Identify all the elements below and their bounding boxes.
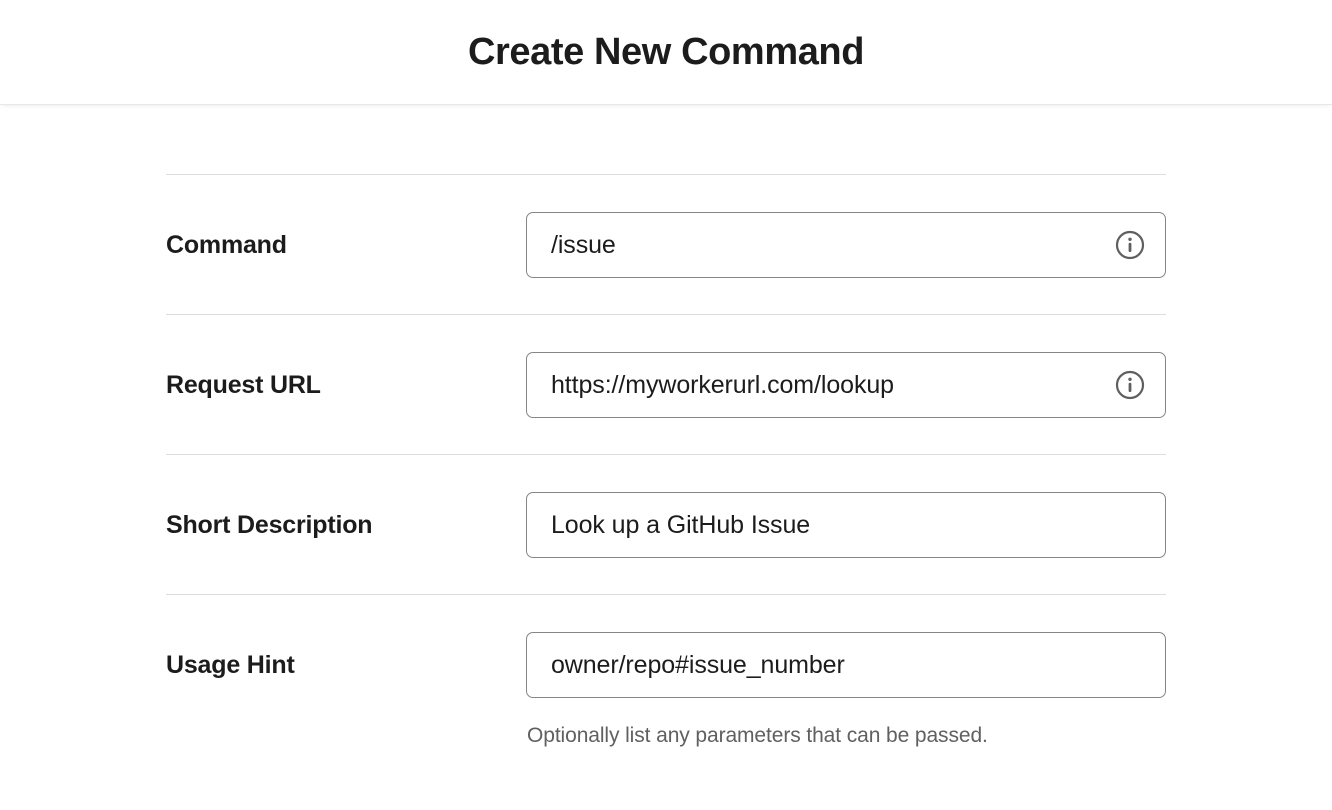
field-row-command: Command /issue: [166, 175, 1166, 314]
divider-top: [166, 174, 1166, 175]
label-usage-hint: Usage Hint: [166, 651, 295, 679]
field-row-short-description: Short Description Look up a GitHub Issue: [166, 455, 1166, 594]
page-title: Create New Command: [467, 31, 865, 73]
control-request-url: https://myworkerurl.com/lookup: [526, 352, 1166, 418]
create-command-form: Command /issue Request URL: [166, 105, 1166, 779]
modal-body: Command /issue Request URL: [0, 105, 1332, 780]
control-command: /issue: [526, 212, 1166, 278]
short-description-input[interactable]: Look up a GitHub Issue: [526, 492, 1166, 558]
usage-hint-input-value[interactable]: owner/repo#issue_number: [551, 651, 845, 679]
info-circle-icon[interactable]: [1115, 370, 1145, 400]
usage-hint-input[interactable]: owner/repo#issue_number: [526, 632, 1166, 698]
info-circle-icon[interactable]: [1115, 230, 1145, 260]
request-url-input-value[interactable]: https://myworkerurl.com/lookup: [551, 371, 894, 399]
control-short-description: Look up a GitHub Issue: [526, 492, 1166, 558]
command-input-value[interactable]: /issue: [551, 231, 616, 259]
modal-header: Create New Command: [0, 0, 1332, 105]
field-row-usage-hint: Usage Hint owner/repo#issue_number Optio…: [166, 595, 1166, 779]
request-url-input[interactable]: https://myworkerurl.com/lookup: [526, 352, 1166, 418]
divider-after-short-description: [166, 594, 1166, 595]
control-usage-hint: owner/repo#issue_number Optionally list …: [526, 632, 1166, 749]
divider-after-request-url: [166, 454, 1166, 455]
label-short-description: Short Description: [166, 511, 373, 539]
short-description-input-value[interactable]: Look up a GitHub Issue: [551, 511, 811, 539]
label-request-url: Request URL: [166, 371, 321, 399]
field-row-request-url: Request URL https://myworkerurl.com/look…: [166, 315, 1166, 454]
divider-after-command: [166, 314, 1166, 315]
usage-hint-helper-text: Optionally list any parameters that can …: [527, 724, 988, 747]
command-input[interactable]: /issue: [526, 212, 1166, 278]
label-command: Command: [166, 231, 287, 259]
